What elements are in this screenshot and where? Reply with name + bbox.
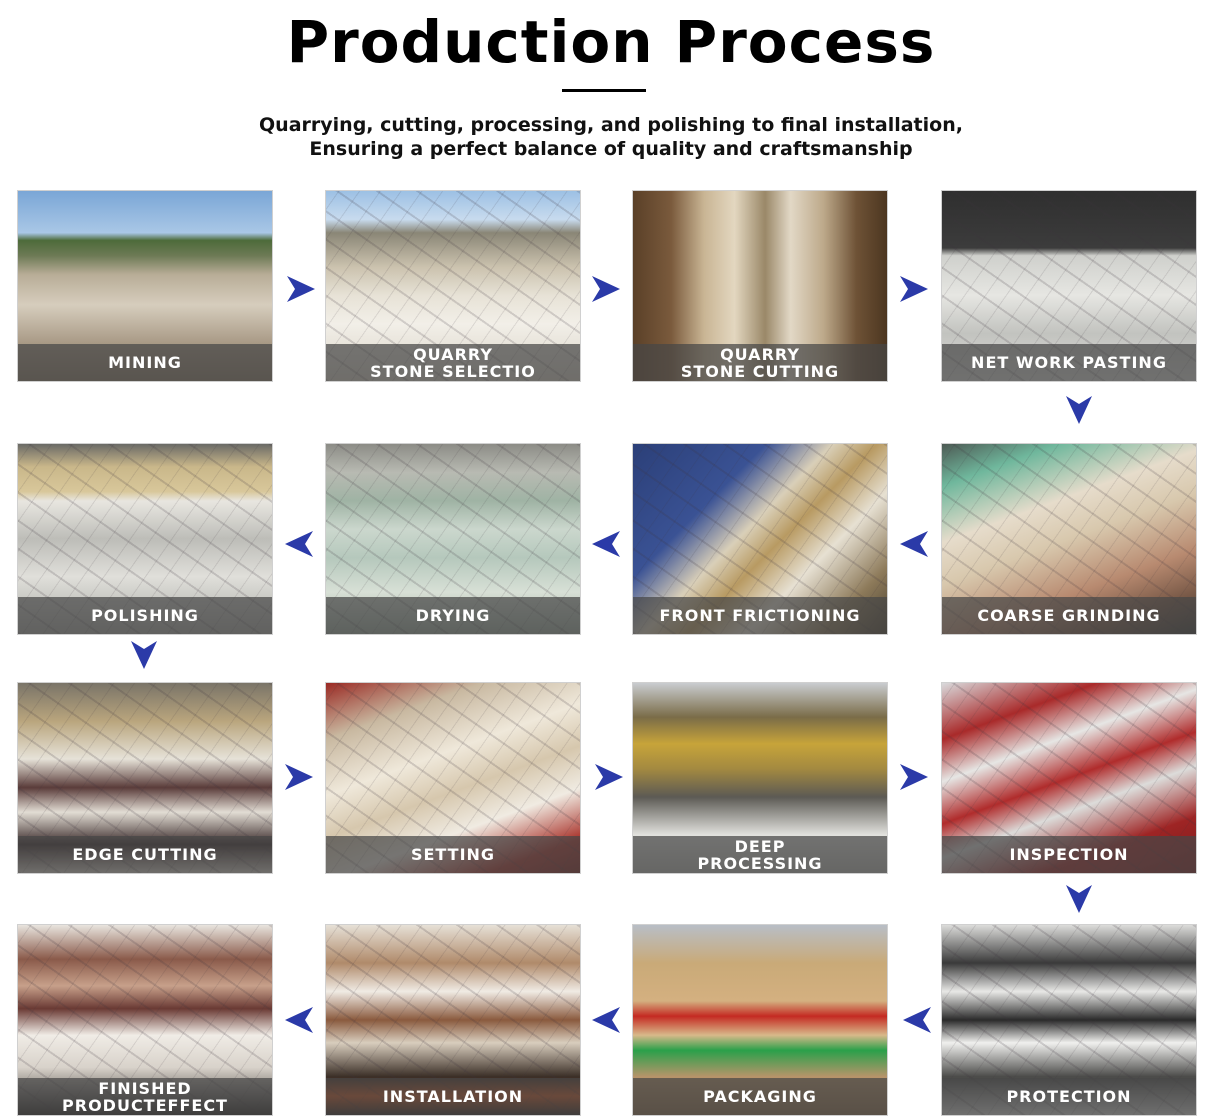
step-label: COARSE GRINDING (977, 606, 1161, 625)
step-label: DRYING (415, 606, 491, 625)
step-card-mining: MINING (17, 190, 273, 382)
step-label-band: PROTECTION (942, 1078, 1196, 1115)
step-label-band: POLISHING (18, 597, 272, 634)
step-label: QUARRY STONE CUTTING (680, 344, 840, 381)
subtitle-line-1: Quarrying, cutting, processing, and poli… (259, 114, 963, 136)
step-card-edge-cutting: EDGE CUTTING (17, 682, 273, 874)
step-card-packaging: PACKAGING (632, 924, 888, 1116)
step-label: INSTALLATION (382, 1087, 524, 1106)
step-label-band: NET WORK PASTING (942, 344, 1196, 381)
step-label: MINING (108, 353, 182, 372)
step-label-band: SETTING (326, 836, 580, 873)
step-label-band: DEEP PROCESSING (633, 836, 887, 873)
arrow-left-icon (903, 1007, 931, 1033)
arrow-right-icon (900, 764, 928, 790)
step-card-net-work-pasting: NET WORK PASTING (941, 190, 1197, 382)
arrow-left-icon (900, 531, 928, 557)
step-card-protection: PROTECTION (941, 924, 1197, 1116)
step-label: FRONT FRICTIONING (659, 606, 861, 625)
page-title: Production Process (286, 8, 936, 76)
step-label: NET WORK PASTING (971, 353, 1167, 372)
arrow-right-icon (592, 276, 620, 302)
arrow-left-icon (285, 1007, 313, 1033)
step-label-band: FRONT FRICTIONING (633, 597, 887, 634)
step-card-quarry-stone-cutting: QUARRY STONE CUTTING (632, 190, 888, 382)
step-card-finished-product-effect: FINISHED PRODUCTEFFECT (17, 924, 273, 1116)
step-card-quarry-stone-selection: QUARRY STONE SELECTIO (325, 190, 581, 382)
arrow-left-icon (285, 531, 313, 557)
step-label: QUARRY STONE SELECTIO (370, 344, 536, 381)
step-card-setting: SETTING (325, 682, 581, 874)
step-label-band: QUARRY STONE CUTTING (633, 344, 887, 381)
arrow-down-icon (131, 641, 157, 669)
step-label: SETTING (410, 845, 496, 864)
step-label-band: INSPECTION (942, 836, 1196, 873)
step-card-inspection: INSPECTION (941, 682, 1197, 874)
arrow-down-icon (1066, 396, 1092, 424)
step-label: FINISHED PRODUCTEFFECT (62, 1078, 228, 1115)
step-card-coarse-grinding: COARSE GRINDING (941, 443, 1197, 635)
step-label-band: QUARRY STONE SELECTIO (326, 344, 580, 381)
arrow-left-icon (592, 531, 620, 557)
arrow-right-icon (595, 764, 623, 790)
step-card-installation: INSTALLATION (325, 924, 581, 1116)
step-label-band: FINISHED PRODUCTEFFECT (18, 1078, 272, 1115)
step-label: INSPECTION (1009, 845, 1129, 864)
arrow-left-icon (592, 1007, 620, 1033)
step-label-band: DRYING (326, 597, 580, 634)
arrow-right-icon (285, 764, 313, 790)
step-label: PACKAGING (703, 1087, 817, 1106)
step-card-polishing: POLISHING (17, 443, 273, 635)
arrow-down-icon (1066, 885, 1092, 913)
title-divider (562, 89, 646, 92)
step-label-band: PACKAGING (633, 1078, 887, 1115)
step-label: EDGE CUTTING (72, 845, 218, 864)
step-label-band: COARSE GRINDING (942, 597, 1196, 634)
step-label: PROTECTION (1006, 1087, 1132, 1106)
step-card-deep-processing: DEEP PROCESSING (632, 682, 888, 874)
step-card-drying: DRYING (325, 443, 581, 635)
step-label: POLISHING (91, 606, 199, 625)
arrow-right-icon (287, 276, 315, 302)
step-label-band: MINING (18, 344, 272, 381)
step-card-front-frictioning: FRONT FRICTIONING (632, 443, 888, 635)
step-label-band: INSTALLATION (326, 1078, 580, 1115)
subtitle-line-2: Ensuring a perfect balance of quality an… (309, 138, 913, 160)
step-label: DEEP PROCESSING (697, 836, 823, 873)
step-label-band: EDGE CUTTING (18, 836, 272, 873)
arrow-right-icon (900, 276, 928, 302)
